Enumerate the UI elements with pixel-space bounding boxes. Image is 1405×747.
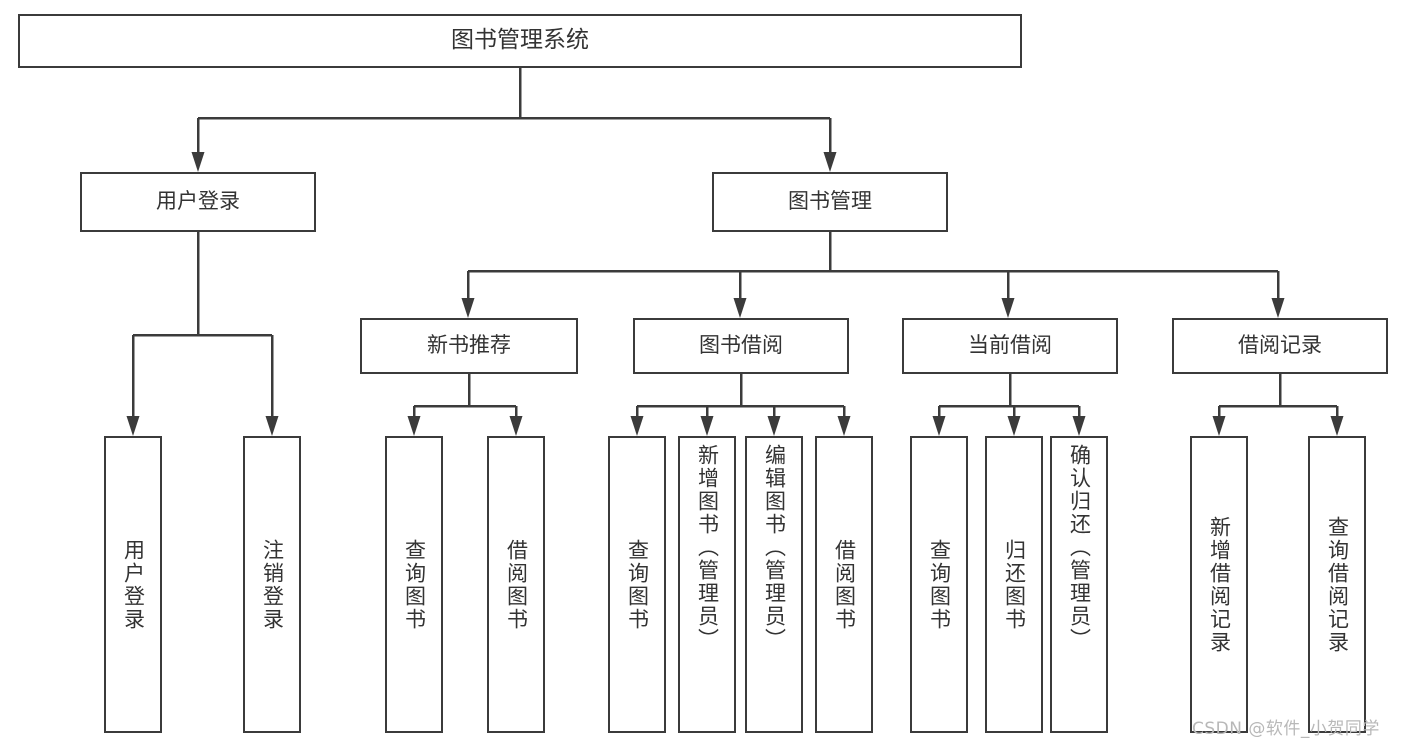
connector-book-borrow-to-leaves (630, 374, 851, 436)
node-user-login: 用户登录 (80, 172, 316, 232)
node-label: 借阅图书 (832, 538, 857, 631)
arrow-head-icon (1001, 298, 1015, 318)
arrow-head-icon (126, 416, 140, 436)
node-leaf-edit-book: 编辑图书（管理员） (745, 436, 803, 733)
node-label: 借阅记录 (1238, 333, 1322, 358)
node-leaf-borrow-book-2: 借阅图书 (815, 436, 873, 733)
arrow-head-icon (1007, 416, 1021, 436)
arrow-head-icon (509, 416, 523, 436)
connector-book-manage-to-level2 (461, 232, 1285, 318)
connector-new-book-to-leaves (407, 374, 523, 436)
connector-borrow-record-to-leaves (1212, 374, 1344, 436)
node-new-book-recommend: 新书推荐 (360, 318, 578, 374)
node-label: 编辑图书（管理员） (762, 444, 787, 651)
node-label: 图书借阅 (699, 333, 783, 358)
arrow-head-icon (630, 416, 644, 436)
node-label: 新增图书（管理员） (695, 444, 720, 651)
node-label: 借阅图书 (504, 538, 529, 631)
node-borrow-record: 借阅记录 (1172, 318, 1388, 374)
node-leaf-query-book-2: 查询图书 (608, 436, 666, 733)
node-root: 图书管理系统 (18, 14, 1022, 68)
connector-root-to-level1 (191, 68, 837, 172)
arrow-head-icon (1271, 298, 1285, 318)
arrow-head-icon (733, 298, 747, 318)
connector-user-login-to-leaves (126, 232, 279, 436)
arrow-head-icon (407, 416, 421, 436)
node-label: 查询图书 (402, 538, 427, 631)
arrow-head-icon (700, 416, 714, 436)
arrow-head-icon (461, 298, 475, 318)
node-label: 新书推荐 (427, 333, 511, 358)
arrow-head-icon (823, 152, 837, 172)
node-leaf-query-record: 查询借阅记录 (1308, 436, 1366, 733)
node-label: 图书管理 (788, 189, 872, 214)
node-leaf-borrow-book-1: 借阅图书 (487, 436, 545, 733)
node-leaf-return-book: 归还图书 (985, 436, 1043, 733)
node-label: 新增借阅记录 (1207, 515, 1232, 654)
node-label: 图书管理系统 (451, 27, 589, 54)
node-label: 用户登录 (156, 189, 240, 214)
node-leaf-add-record: 新增借阅记录 (1190, 436, 1248, 733)
arrow-head-icon (767, 416, 781, 436)
node-label: 用户登录 (121, 538, 146, 631)
arrow-head-icon (1212, 416, 1226, 436)
arrow-head-icon (1072, 416, 1086, 436)
node-label: 归还图书 (1002, 538, 1027, 631)
arrow-head-icon (1330, 416, 1344, 436)
node-label: 当前借阅 (968, 333, 1052, 358)
node-leaf-confirm-return: 确认归还（管理员） (1050, 436, 1108, 733)
node-label: 查询图书 (625, 538, 650, 631)
arrow-head-icon (837, 416, 851, 436)
node-label: 查询图书 (927, 538, 952, 631)
node-leaf-logout: 注销登录 (243, 436, 301, 733)
node-leaf-add-book: 新增图书（管理员） (678, 436, 736, 733)
node-label: 注销登录 (260, 538, 285, 631)
node-leaf-query-book-3: 查询图书 (910, 436, 968, 733)
arrow-head-icon (265, 416, 279, 436)
connector-current-borrow-to-leaves (932, 374, 1086, 436)
node-book-manage: 图书管理 (712, 172, 948, 232)
node-leaf-user-login: 用户登录 (104, 436, 162, 733)
csdn-watermark: CSDN @软件_小贺同学 (1192, 719, 1380, 739)
node-leaf-query-book-1: 查询图书 (385, 436, 443, 733)
node-label: 查询借阅记录 (1325, 515, 1350, 654)
node-book-borrow: 图书借阅 (633, 318, 849, 374)
node-label: 确认归还（管理员） (1067, 444, 1092, 651)
arrow-head-icon (932, 416, 946, 436)
arrow-head-icon (191, 152, 205, 172)
node-current-borrow: 当前借阅 (902, 318, 1118, 374)
